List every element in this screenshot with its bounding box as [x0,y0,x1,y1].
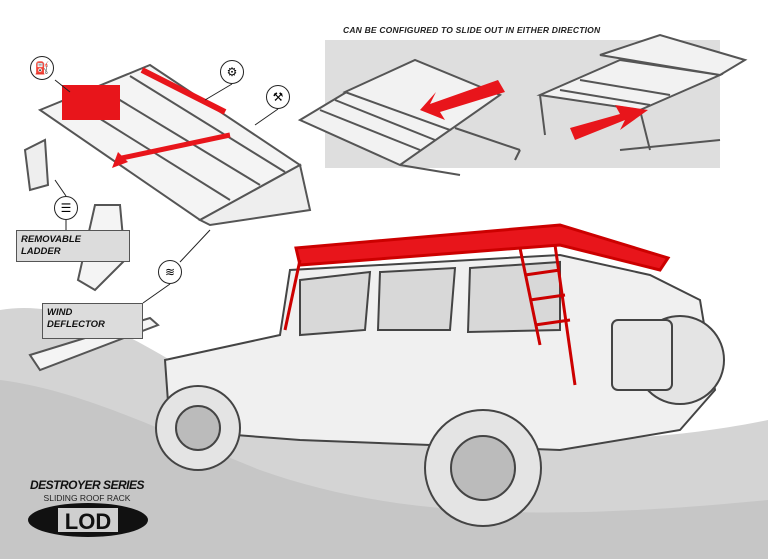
brand-series: DESTROYER SERIES [29,478,145,492]
tools-icon: ⚒ [266,85,290,109]
jerry-can-icon: ⛽ [30,56,54,80]
rack-slide-right [536,33,748,151]
callout-line: LADDER [21,246,61,257]
headline: CAN BE CONFIGURED TO SLIDE OUT IN EITHER… [343,25,601,35]
removable-ladder-callout: REMOVABLE LADDER [16,230,130,262]
roof-rack-red [283,223,671,386]
brand-product: SLIDING ROOF RACK [43,493,131,503]
arrow-right [570,105,648,140]
ladder-icon: ☰ [54,196,78,220]
jack-icon: ⚙ [220,60,244,84]
jeep [155,253,725,527]
callout-line: DEFLECTOR [47,319,105,330]
lod-logo: LOD [28,503,148,537]
shovel-mount [121,132,231,161]
wind-deflector-callout: WIND DEFLECTOR [42,303,143,339]
callout-line: REMOVABLE [21,234,81,245]
callout-line: WIND [47,307,73,318]
wind-icon: ≋ [158,260,182,284]
arrow-left [420,80,505,120]
jerry-cans [62,85,120,120]
svg-text:LOD: LOD [65,509,111,534]
leader-lines [54,79,279,304]
jack-mount [140,67,227,115]
rack-slide-left [297,58,521,176]
rear-jerry-can [611,319,673,391]
brand-block: DESTROYER SERIES SLIDING ROOF RACK [22,478,152,503]
